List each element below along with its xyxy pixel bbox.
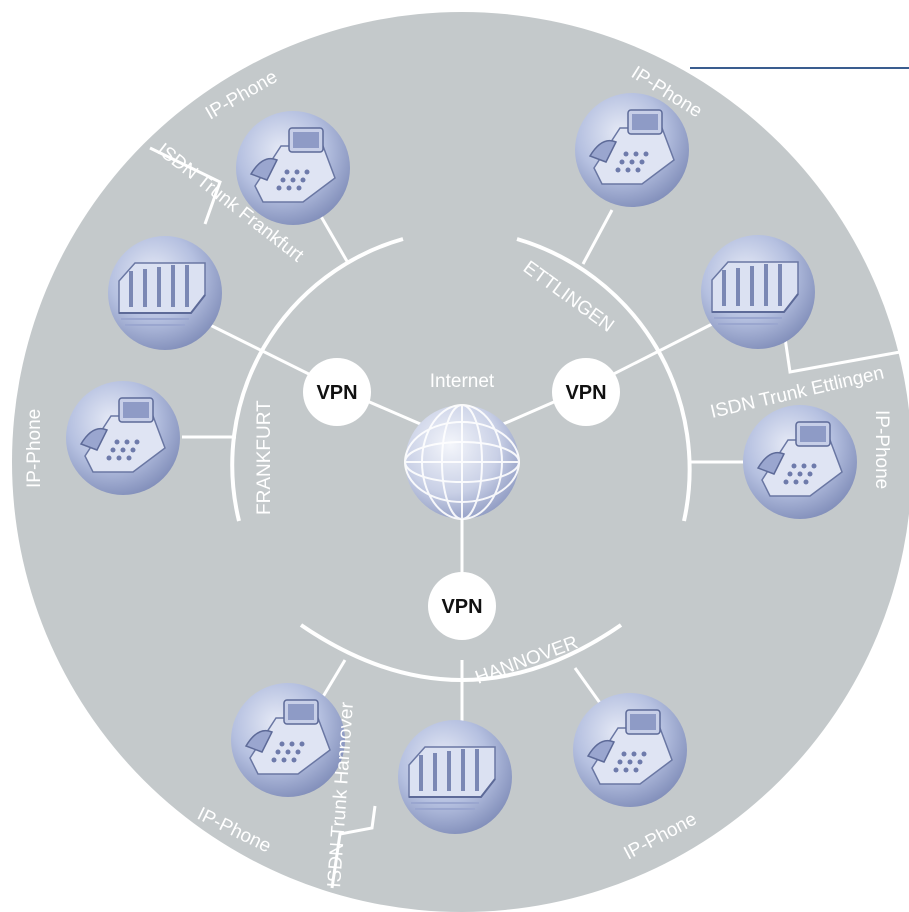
ip-phone-frankfurt-left <box>65 380 181 496</box>
isdn-device-frankfurt <box>106 234 224 352</box>
frankfurt-arc <box>230 237 404 522</box>
vpn-label-frankfurt: VPN <box>316 382 357 404</box>
ip-phone-hannover-left <box>230 682 346 798</box>
ip-phone-label-ettlingen-right: IP-Phone <box>871 410 892 489</box>
ip-phone-label-frankfurt-left: IP-Phone <box>24 409 45 488</box>
globe-icon <box>404 404 520 520</box>
ip-phone-ettlingen-right <box>742 404 858 520</box>
internet-label: Internet <box>430 371 495 392</box>
vpn-label-ettlingen: VPN <box>565 382 606 404</box>
ip-phone-hannover-right <box>572 692 688 808</box>
isdn-device-hannover <box>396 718 514 836</box>
vpn-node-ettlingen: VPN <box>552 358 620 426</box>
ettlingen-arc <box>516 237 692 522</box>
site-label-frankfurt: FRANKFURT <box>254 400 275 515</box>
isdn-device-ettlingen <box>699 233 817 351</box>
vpn-node-hannover: VPN <box>428 572 496 640</box>
ip-phone-ettlingen-top <box>574 92 690 208</box>
vpn-node-frankfurt: VPN <box>303 358 371 426</box>
vpn-label-hannover: VPN <box>441 596 482 618</box>
